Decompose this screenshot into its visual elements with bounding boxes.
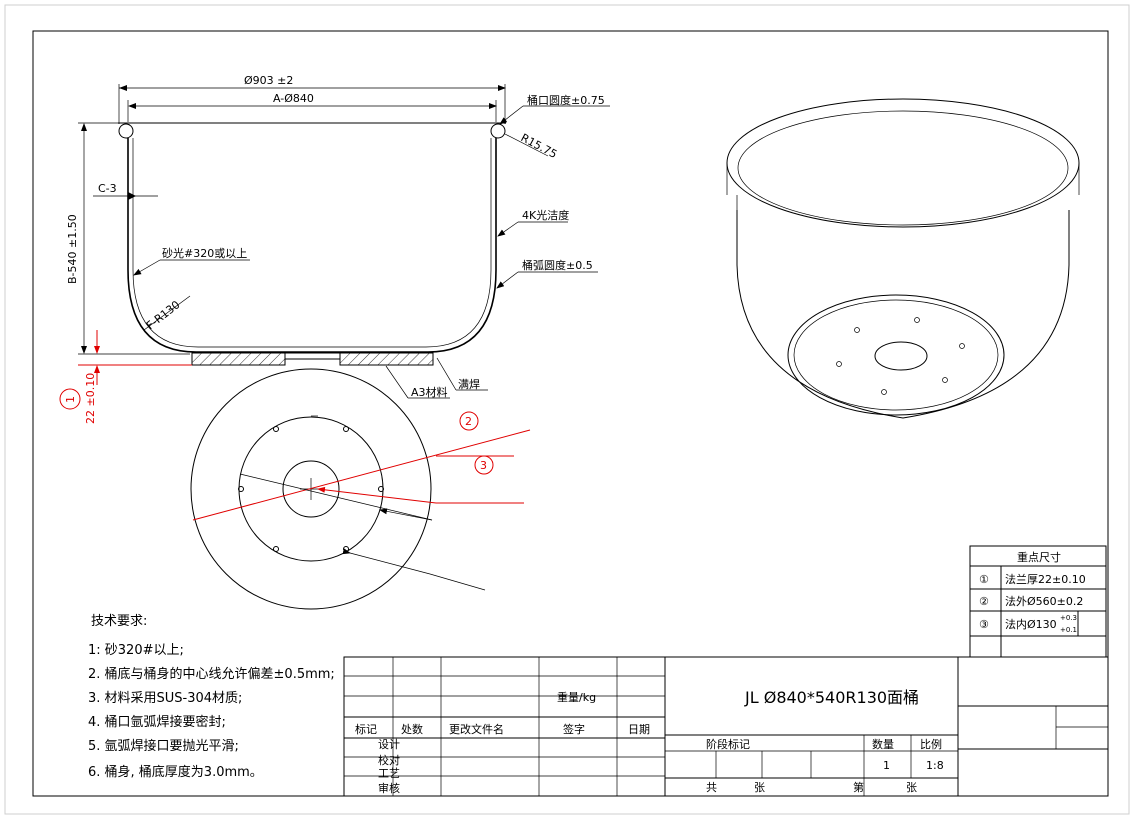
key-dim-row: 法兰厚22±0.10 <box>1005 572 1086 586</box>
c-dim-label: C-3 <box>98 182 117 195</box>
svg-text:处数: 处数 <box>401 723 423 736</box>
tech-item: 5. 氩弧焊接口要抛光平滑; <box>88 738 239 754</box>
scale-value: 1:8 <box>926 759 944 772</box>
qty-value: 1 <box>883 759 890 772</box>
svg-text:②: ② <box>979 595 989 608</box>
tech-item: 6. 桶身, 桶底厚度为3.0mm。 <box>88 764 263 780</box>
tech-item: 2. 桶底与桶身的中心线允许偏差±0.5mm; <box>88 666 335 682</box>
tech-item: 3. 材料采用SUS-304材质; <box>88 691 242 706</box>
svg-text:第: 第 <box>853 780 864 794</box>
a3-material-label: A3材料 <box>411 385 448 399</box>
svg-text:2: 2 <box>465 415 472 428</box>
scale-label: 比例 <box>920 737 942 751</box>
marker-3 <box>474 455 494 475</box>
svg-text:校对: 校对 <box>378 753 400 767</box>
marker-1 <box>59 388 81 410</box>
svg-text:共: 共 <box>706 781 717 794</box>
svg-text:①: ① <box>979 573 989 586</box>
bolt-hole <box>343 546 349 552</box>
inner-dia-label: A-Ø840 <box>273 92 314 105</box>
svg-text:+0.1: +0.1 <box>1060 626 1077 634</box>
svg-text:更改文件名: 更改文件名 <box>449 722 504 736</box>
svg-text:标记: 标记 <box>355 722 377 736</box>
svg-text:审核: 审核 <box>378 781 400 795</box>
svg-text:工艺: 工艺 <box>378 767 400 780</box>
qty-label: 数量 <box>872 738 894 751</box>
title-block: 重量/kg 标记 处数 更改文件名 签字 日期 设计 校对 工艺 审核 JL Ø… <box>343 656 1109 797</box>
rim-bead-left <box>118 123 134 139</box>
sheet-outline <box>4 4 1130 815</box>
svg-text:设计: 设计 <box>378 738 400 751</box>
svg-text:张: 张 <box>754 781 765 794</box>
key-dim-row: 法内Ø130 <box>1005 617 1057 631</box>
key-dim-row: 法外Ø560±0.2 <box>1005 594 1083 608</box>
weight-label: 重量/kg <box>557 690 596 704</box>
outer-circle <box>190 368 432 610</box>
rim-radius-label: R15.75 <box>519 131 560 161</box>
bottom-view: 2 3 <box>190 368 531 610</box>
bolt-hole <box>378 486 384 492</box>
svg-text:张: 张 <box>906 781 917 794</box>
key-dims-table: 重点尺寸 ① 法兰厚22±0.10 ② 法外Ø560±0.2 ③ 法内Ø130 … <box>969 545 1107 658</box>
sand-note-label: 砂光#320或以上 <box>162 246 247 260</box>
marker-2 <box>459 411 479 431</box>
rim-roundness-label: 桶口圆度±0.75 <box>527 93 605 107</box>
svg-text:日期: 日期 <box>628 723 650 736</box>
rim-bead-right <box>490 123 506 139</box>
flange-thickness-label: 22 ±0.10 <box>84 373 97 424</box>
outer-dia-label: Ø903 ±2 <box>244 74 293 87</box>
isometric-view <box>726 98 1080 419</box>
section-view: Ø903 ±2 A-Ø840 桶口圆度±0.75 R15.75 C-3 B-54… <box>59 74 610 424</box>
part-name: JL Ø840*540R130面桶 <box>744 688 919 707</box>
svg-text:③: ③ <box>979 618 989 631</box>
svg-text:签字: 签字 <box>563 722 585 736</box>
polish-label: 4K光洁度 <box>522 208 569 222</box>
center-hole <box>282 460 340 518</box>
bolt-hole <box>238 486 244 492</box>
tech-requirements: 技术要求: 1: 砂320#以上; 2. 桶底与桶身的中心线允许偏差±0.5mm… <box>88 614 335 780</box>
key-dims-title: 重点尺寸 <box>1017 550 1061 564</box>
bucket-profile <box>127 138 497 353</box>
flange-right <box>339 352 434 366</box>
svg-text:3: 3 <box>480 459 487 472</box>
arc-roundness-label: 桶弧圆度±0.5 <box>522 258 593 272</box>
bolt-hole <box>273 426 279 432</box>
svg-text:1: 1 <box>64 396 77 403</box>
tech-item: 4. 桶口氩弧焊接要密封; <box>88 714 226 730</box>
svg-text:+0.3: +0.3 <box>1060 614 1077 622</box>
tech-title: 技术要求: <box>91 614 147 629</box>
bolt-hole <box>343 426 349 432</box>
fillet-label: F-R130 <box>144 298 183 332</box>
height-label: B-540 ±1.50 <box>66 214 79 284</box>
flange-left <box>191 352 286 366</box>
bolt-hole <box>273 546 279 552</box>
stage-label: 阶段标记 <box>706 737 750 751</box>
tech-item: 1: 砂320#以上; <box>88 643 184 658</box>
weld-label: 满焊 <box>458 377 480 391</box>
